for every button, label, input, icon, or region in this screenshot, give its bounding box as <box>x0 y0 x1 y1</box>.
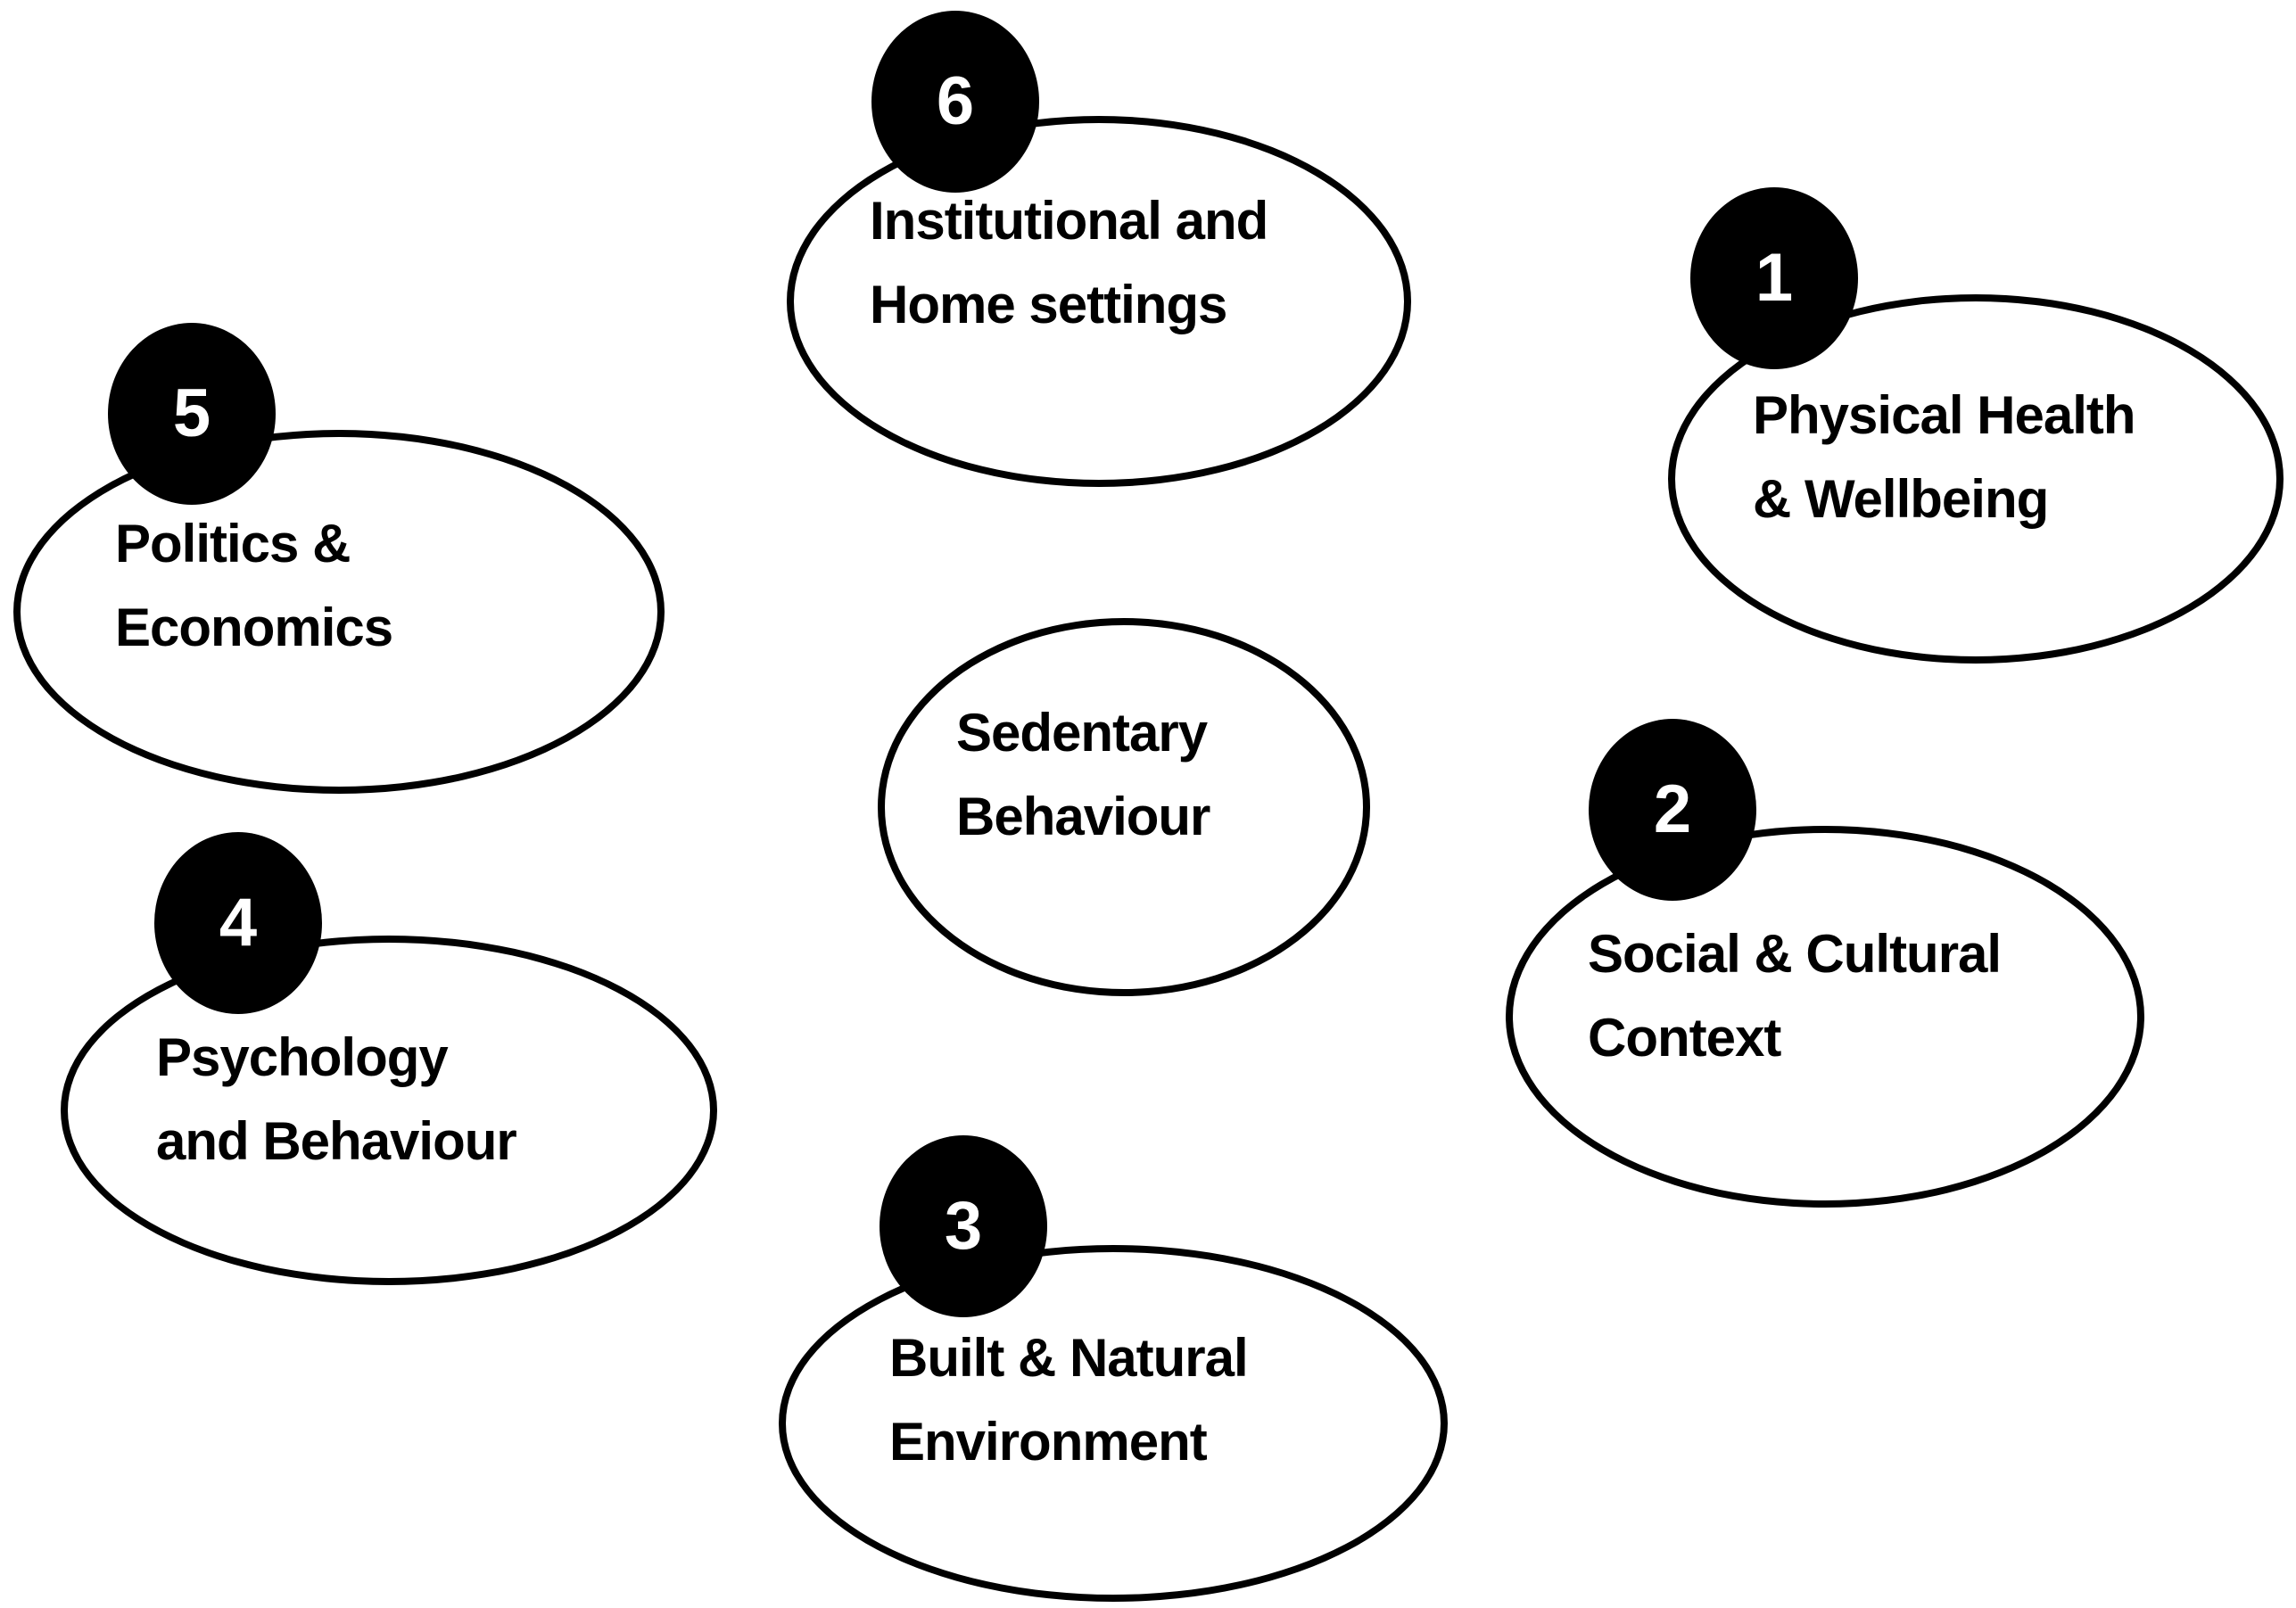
label-line: Built & Natural <box>889 1328 1249 1388</box>
label-line: Environment <box>889 1412 1208 1472</box>
ellipse-politics-economics <box>13 430 665 794</box>
label-line: Context <box>1588 1008 1781 1068</box>
badge-3: 3 <box>880 1135 1047 1317</box>
label-built-natural-environment: Built & Natural Environment <box>889 1316 1249 1484</box>
label-social-cultural-context: Social & Cultural Context <box>1588 912 2002 1080</box>
badge-5: 5 <box>108 323 276 505</box>
ellipse-social-cultural-context <box>1506 826 2144 1208</box>
badge-6: 6 <box>871 11 1039 193</box>
label-line: Social & Cultural <box>1588 924 2002 984</box>
ellipse-sedentary-behaviour <box>878 618 1370 996</box>
ellipse-psychology-and-behaviour <box>61 936 717 1285</box>
label-line: Institutional and <box>870 191 1268 251</box>
badge-5-number: 5 <box>172 375 211 451</box>
ellipse-built-natural-environment <box>779 1245 1448 1602</box>
badge-1: 1 <box>1690 187 1858 369</box>
badge-3-number: 3 <box>944 1188 983 1264</box>
label-line: & Wellbeing <box>1753 469 2049 529</box>
label-line: Psychology <box>156 1027 449 1087</box>
badge-2-number: 2 <box>1653 771 1692 847</box>
label-physical-health-wellbeing: Physical Health & Wellbeing <box>1753 374 2136 541</box>
badge-6-number: 6 <box>936 63 975 139</box>
label-line: and Behaviour <box>156 1111 517 1171</box>
label-institutional-home-settings: Institutional and Home settings <box>870 179 1268 347</box>
badge-4-number: 4 <box>219 885 258 961</box>
label-line: Home settings <box>870 275 1227 334</box>
badge-4: 4 <box>154 832 322 1014</box>
label-line: Behaviour <box>956 787 1210 846</box>
label-politics-economics: Politics & Economics <box>115 502 393 670</box>
badge-2: 2 <box>1589 719 1756 901</box>
label-line: Politics & <box>115 514 351 573</box>
ellipse-institutional-home-settings <box>787 116 1411 487</box>
label-psychology-and-behaviour: Psychology and Behaviour <box>156 1016 517 1183</box>
label-line: Economics <box>115 598 393 657</box>
badge-1-number: 1 <box>1755 240 1794 316</box>
label-sedentary-behaviour: Sedentary Behaviour <box>956 691 1210 859</box>
label-line: Sedentary <box>956 703 1208 763</box>
label-line: Physical Health <box>1753 385 2136 445</box>
